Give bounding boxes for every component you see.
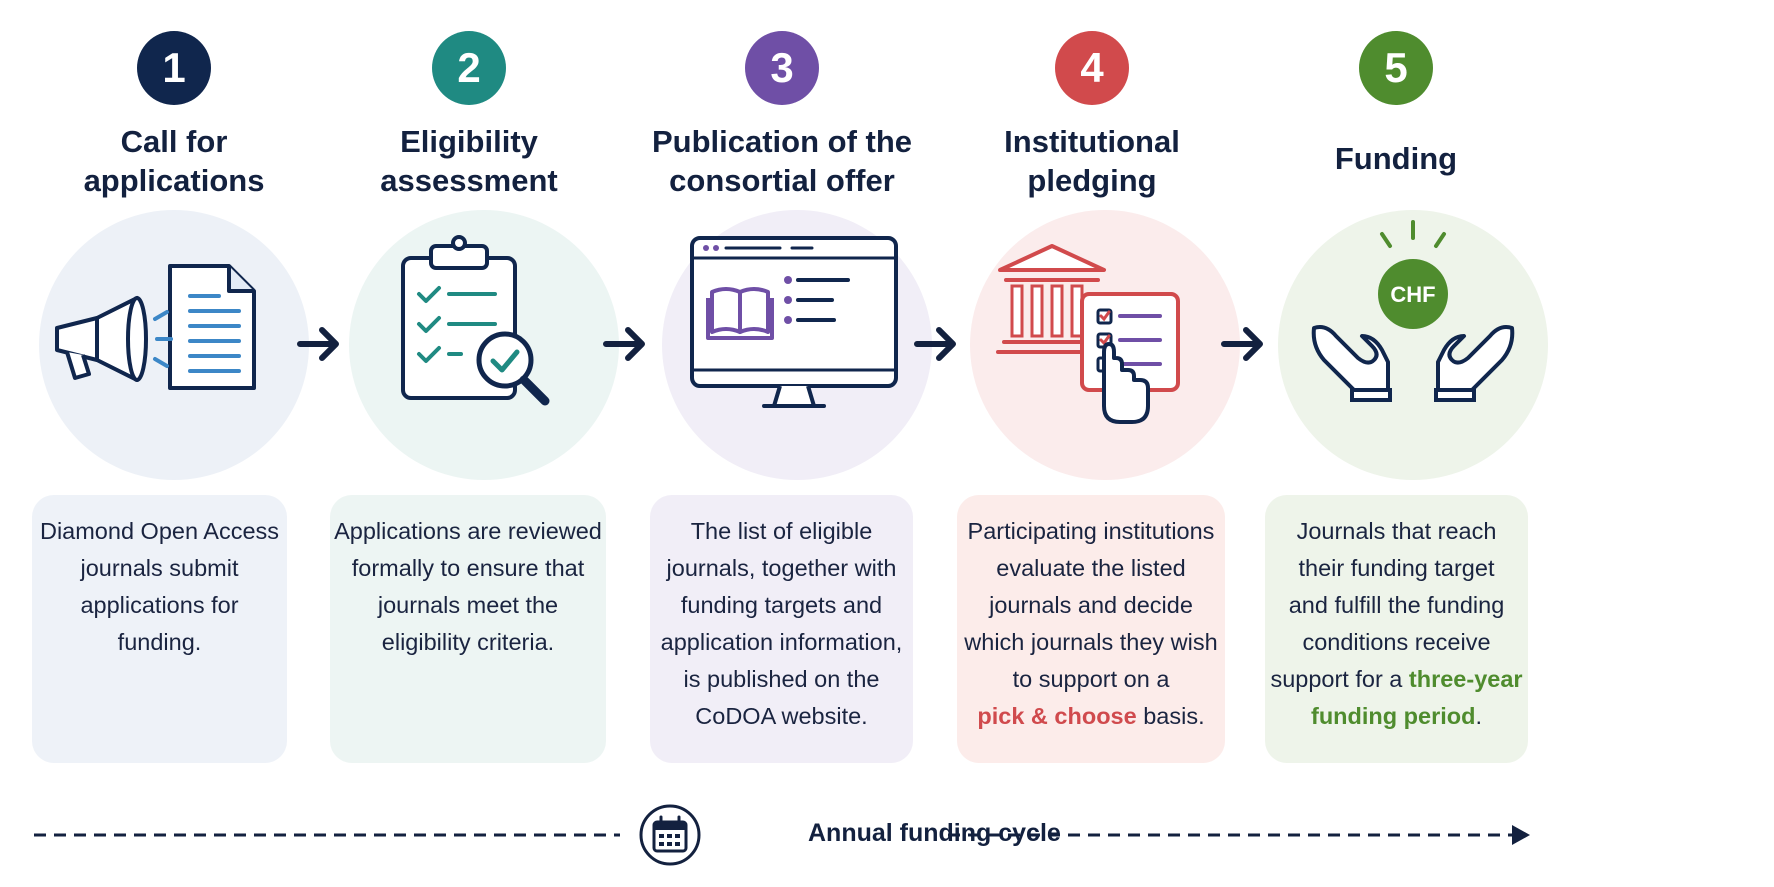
annual-cycle-timeline <box>34 804 1530 866</box>
step-1-icon-circle <box>39 210 309 480</box>
clipboard-magnifier-icon <box>401 235 550 406</box>
megaphone-document-icon <box>55 264 256 390</box>
step-2-title: Eligibility assessment <box>380 124 558 198</box>
pick-and-choose-highlight: pick & choose <box>977 703 1137 729</box>
institution-checklist-icon <box>996 244 1180 424</box>
arrow-right-icon <box>297 327 339 361</box>
step-2-icon-circle <box>349 210 619 480</box>
step-3-title: Publication of the consortial offer <box>651 124 913 198</box>
funding-period-highlight: funding period <box>1311 703 1476 729</box>
step-3-number-badge: 3 <box>745 31 819 105</box>
step-5-icon-circle: CHF <box>1278 210 1548 480</box>
step-3-icon-circle <box>662 210 932 480</box>
step-1-number-badge: 1 <box>137 31 211 105</box>
arrow-right-icon <box>914 327 956 361</box>
step-2-number-badge: 2 <box>432 31 506 105</box>
step-3-description-card: The list of eligible journals, together … <box>650 495 913 763</box>
step-4-title: Institutional pledging <box>1004 124 1180 198</box>
step-5-description-card: Journals that reach their funding target… <box>1265 495 1528 763</box>
timeline-arrowhead-icon <box>1512 825 1530 845</box>
chf-coin-label: CHF <box>1390 282 1435 307</box>
step-4-number-badge: 4 <box>1055 31 1129 105</box>
arrow-right-icon <box>603 327 645 361</box>
step-2-description-card: Applications are reviewed formally to en… <box>330 495 606 763</box>
chf-coin <box>1378 259 1448 329</box>
hands-coin-icon: CHF <box>1311 220 1515 402</box>
monitor-book-icon <box>690 236 898 408</box>
step-4-description-card: Participating institutions evaluate the … <box>957 495 1225 763</box>
step-1-title: Call for applications <box>83 124 265 198</box>
step-1-description-card: Diamond Open Access journals submit appl… <box>32 495 287 763</box>
step-4-icon-circle <box>970 210 1240 480</box>
arrow-right-icon <box>1221 327 1263 361</box>
step-5-number-badge: 5 <box>1359 31 1433 105</box>
calendar-icon <box>639 804 701 866</box>
timeline-label: Annual funding cycle <box>808 819 1061 847</box>
step-5-title: Funding <box>1334 141 1458 176</box>
three-year-highlight: three-year <box>1408 666 1523 692</box>
